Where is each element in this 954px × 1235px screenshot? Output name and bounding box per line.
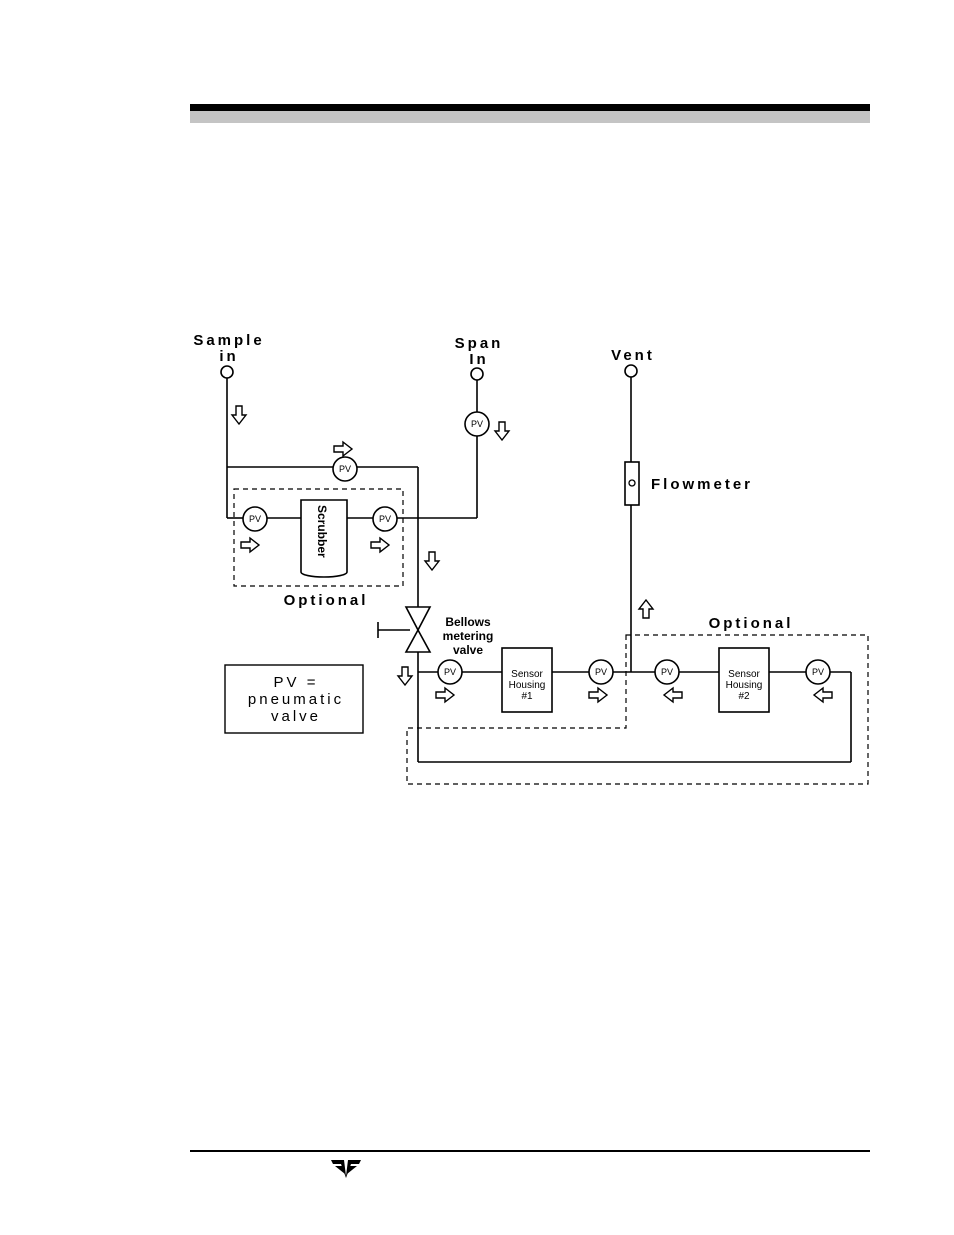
bellows-label-line2: metering	[443, 629, 494, 643]
span-in-label-line2: In	[469, 351, 488, 368]
arrow-up-icon	[639, 600, 653, 618]
labels: Sample in Span In Vent Flowmeter Optiona…	[193, 332, 793, 657]
pv-sensor2-in-icon: PV	[806, 660, 830, 684]
bellows-label-line3: valve	[453, 643, 483, 657]
arrow-right-icon	[436, 688, 454, 702]
pv-legend: PV = pneumatic valve	[225, 665, 363, 733]
ports	[221, 365, 637, 380]
sample-inlet-port-icon	[221, 366, 233, 378]
flowmeter-label: Flowmeter	[651, 476, 753, 493]
optional-right-label: Optional	[709, 615, 794, 632]
legend-line3: valve	[271, 708, 321, 725]
pv-sensor2-out-icon: PV	[655, 660, 679, 684]
svg-text:PV: PV	[595, 667, 607, 677]
sensor-housing-1: Sensor Housing #1	[502, 648, 552, 712]
arrow-right-icon	[589, 688, 607, 702]
pv-span-icon: PV	[465, 412, 489, 436]
scrubber-label: Scrubber	[315, 505, 329, 558]
sample-in-label-line2: in	[219, 348, 238, 365]
arrow-right-icon	[371, 538, 389, 552]
sensor1-line2: Housing	[509, 680, 546, 691]
svg-text:PV: PV	[812, 667, 824, 677]
sensor2-line2: Housing	[726, 680, 763, 691]
svg-text:PV: PV	[661, 667, 673, 677]
sample-in-label-line1: Sample	[193, 332, 264, 349]
svg-text:PV: PV	[339, 464, 351, 474]
svg-text:PV: PV	[444, 667, 456, 677]
legend-line2: pneumatic	[248, 691, 344, 708]
svg-text:PV: PV	[471, 419, 483, 429]
scrubber: Scrubber	[301, 500, 347, 577]
arrow-right-icon	[334, 442, 352, 456]
bellows-label-line1: Bellows	[445, 615, 491, 629]
sensor1-line1: Sensor	[511, 669, 543, 680]
arrow-down-icon	[232, 406, 246, 424]
pv-sensor1-in-icon: PV	[438, 660, 462, 684]
span-in-label-line1: Span	[455, 335, 504, 352]
arrow-down-icon	[495, 422, 509, 440]
pv-sensor1-out-icon: PV	[589, 660, 613, 684]
sensor2-line3: #2	[738, 691, 750, 702]
arrow-down-icon	[425, 552, 439, 570]
vent-label: Vent	[611, 347, 655, 364]
flowmeter	[625, 462, 639, 505]
pv-scrubber-in-icon: PV	[243, 507, 267, 531]
svg-text:PV: PV	[249, 514, 261, 524]
svg-text:PV: PV	[379, 514, 391, 524]
pv-bypass-icon: PV	[333, 457, 357, 481]
sensor-housing-2: Sensor Housing #2	[719, 648, 769, 712]
arrow-down-icon	[398, 667, 412, 685]
sensor2-line1: Sensor	[728, 669, 760, 680]
legend-line1: PV =	[274, 674, 319, 691]
sensor1-line3: #1	[521, 691, 533, 702]
arrow-left-icon	[814, 688, 832, 702]
vent-port-icon	[625, 365, 637, 377]
arrow-right-icon	[241, 538, 259, 552]
flowmeter-float-icon	[629, 480, 635, 486]
teledyne-logo-icon	[331, 1158, 361, 1178]
arrow-left-icon	[664, 688, 682, 702]
span-inlet-port-icon	[471, 368, 483, 380]
optional-left-label: Optional	[284, 592, 369, 609]
pv-scrubber-out-icon: PV	[373, 507, 397, 531]
footer-rule	[190, 1150, 870, 1152]
